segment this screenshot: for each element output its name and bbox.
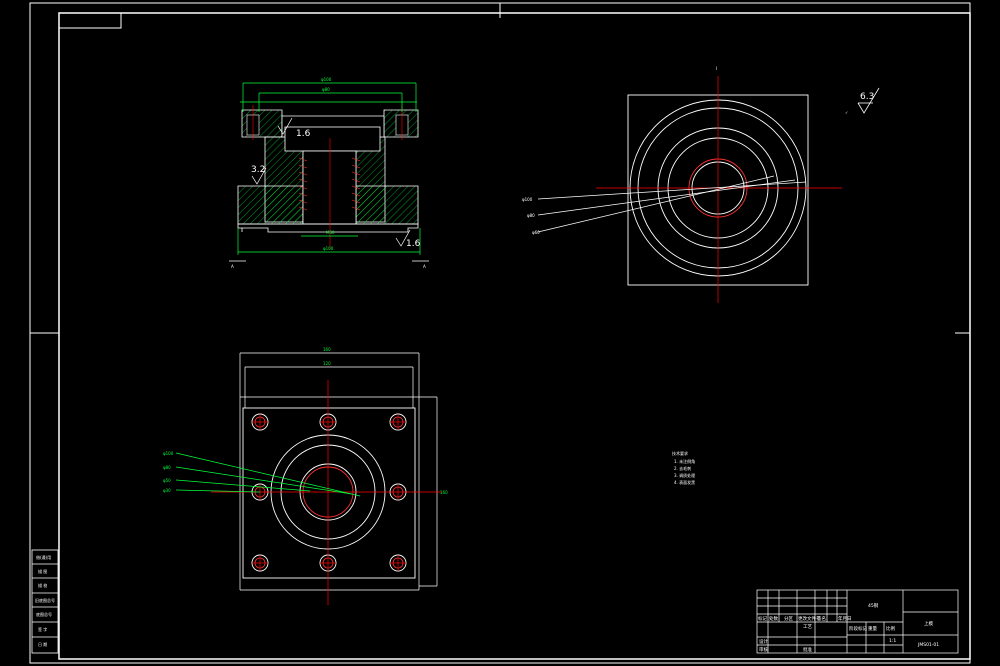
note-1: 1. 未注倒角 [674, 458, 695, 464]
tb-scale: 1:1 [889, 638, 896, 644]
dim-top-outer: 160 [323, 347, 331, 352]
roughness-front-inner: 1.6 [296, 129, 311, 139]
strip-label-5: 底图总号 [36, 611, 52, 617]
strip-label-6: 签 字 [38, 626, 47, 632]
tb-row-5: 签名 [817, 615, 826, 622]
strip-label-3: 描 校 [38, 582, 47, 588]
notes-title: 技术要求 [672, 450, 688, 456]
tb-sign-approve: 批准 [803, 646, 812, 653]
tb-row-6: 年月日 [838, 615, 852, 622]
roughness-front-left: 3.2 [251, 165, 265, 175]
section-mark-right: A [423, 264, 426, 269]
dim-top-inner: 120 [323, 361, 331, 366]
note-3: 3. 调质处理 [674, 472, 695, 478]
section-mark-left: A [231, 264, 234, 269]
tb-material: 45钢 [868, 602, 879, 609]
dim-front-bolt: φ80 [322, 87, 330, 92]
strip-label-7: 日 期 [38, 641, 47, 647]
title-block [756, 589, 959, 654]
left-strip [31, 549, 59, 654]
tb-sign-process: 工艺 [803, 624, 812, 630]
note-4: 4. 表面发黑 [674, 479, 695, 485]
tb-ratio: 比例 [886, 625, 895, 632]
side-view: φ100 φ80 φ60 I [522, 66, 842, 303]
dim-top-4: φ30 [163, 488, 171, 493]
dim-side-3: φ60 [532, 230, 540, 235]
tb-sign-review: 审核 [759, 646, 768, 653]
section-mark-top: I [716, 66, 717, 71]
dim-side-1: φ100 [522, 197, 533, 202]
dim-top-2: φ80 [163, 465, 171, 470]
roughness-front-bottom: 1.6 [406, 239, 421, 249]
tb-weight: 重量 [868, 625, 877, 632]
tb-row-4: 更改文件号 [798, 615, 821, 622]
tb-row-2: 处数 [769, 615, 778, 622]
dim-top-3: φ50 [163, 478, 171, 483]
strip-label-4: 旧底图总号 [35, 597, 55, 603]
tb-name: 上模 [924, 620, 933, 627]
top-view: 160 120 160 [163, 347, 448, 605]
tb-row-1: 标记 [758, 615, 767, 622]
general-roughness: 6.3 ✓ [845, 87, 880, 115]
dim-top-height: 160 [440, 490, 448, 495]
dim-front-bore: M30 [326, 230, 335, 235]
title-block-text: 标记 处数 分区 更改文件号 签名 年月日 设计 审核 工艺 批准 45钢 阶段… [758, 602, 939, 653]
tb-sign-design: 设计 [759, 638, 768, 645]
front-section-view: φ100 φ80 M30 φ100 1.6 3.2 1.6 A A [229, 77, 429, 269]
dim-front-base: φ100 [323, 246, 334, 251]
note-2: 2. 去毛刺 [674, 465, 691, 471]
strip-label-1: 借(通)用 [36, 554, 51, 560]
dim-front-outer: φ100 [321, 77, 332, 82]
dim-top-1: φ100 [163, 451, 174, 456]
roughness-general: 6.3 [860, 92, 874, 102]
sheet-border [29, 2, 971, 664]
tb-stage: 阶段标记 [849, 625, 867, 632]
roughness-other-mark: ✓ [845, 110, 848, 115]
tb-drawing-no: JMS01-01 [917, 642, 939, 648]
strip-label-2: 描 图 [38, 568, 47, 574]
technical-notes: 技术要求 1. 未注倒角 2. 去毛刺 3. 调质处理 4. 表面发黑 [672, 450, 695, 485]
dim-side-2: φ80 [527, 213, 535, 218]
tb-row-3: 分区 [784, 615, 793, 622]
